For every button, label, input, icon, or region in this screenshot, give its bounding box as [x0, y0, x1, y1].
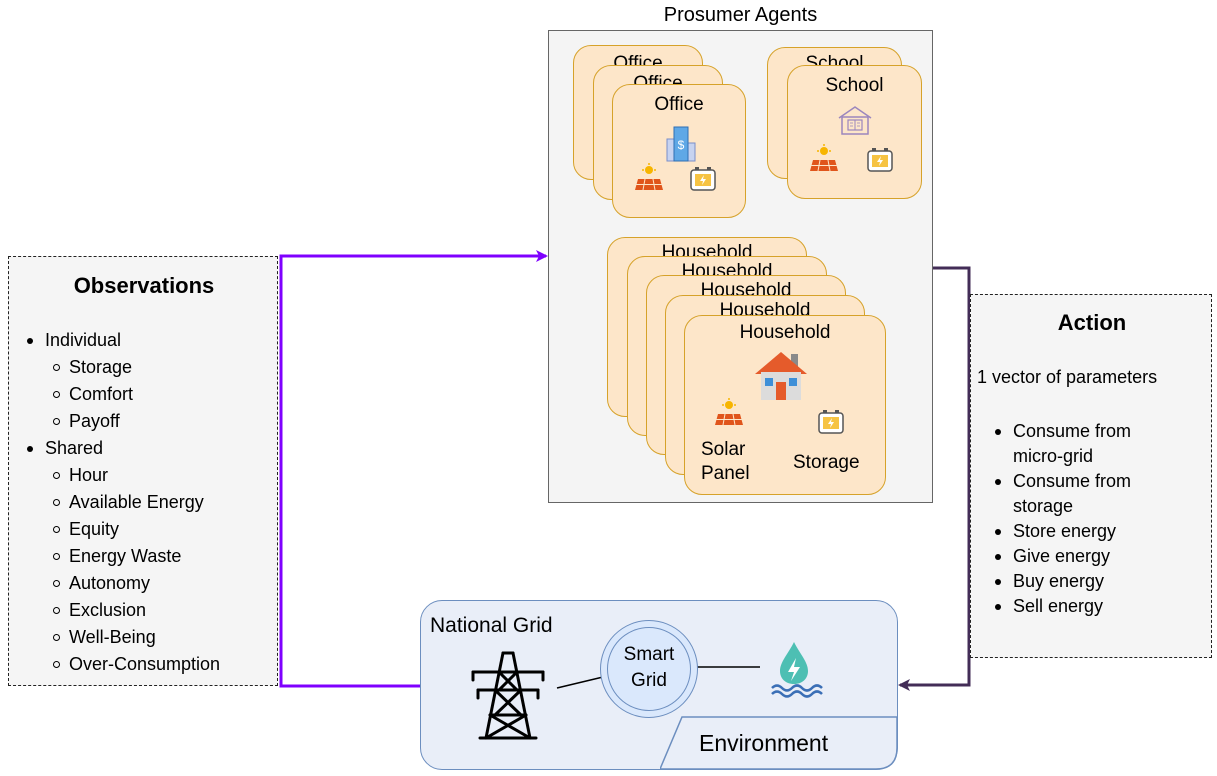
- action-box: Action 1 vector of parameters Consume fr…: [970, 294, 1212, 658]
- observations-title: Observations: [73, 273, 215, 298]
- list-item: Available Energy: [53, 489, 220, 516]
- list-item: Over-Consumption: [53, 651, 220, 678]
- action-list: Consume from micro-grid Consume from sto…: [995, 419, 1203, 619]
- list-item: Hour: [53, 462, 220, 489]
- observations-list: Individual Storage Comfort Payoff Shared…: [27, 327, 220, 678]
- list-item: Exclusion: [53, 597, 220, 624]
- agents-panel-title: Prosumer Agents: [663, 4, 818, 26]
- action-subtitle: 1 vector of parameters: [977, 367, 1158, 387]
- household-card: Household Solar Panel Storage: [684, 315, 886, 495]
- list-item: Consume from storage: [995, 469, 1183, 519]
- house-icon: [755, 352, 807, 400]
- list-item: Comfort: [53, 381, 220, 408]
- list-item: Storage: [53, 354, 220, 381]
- office-card: Office $: [612, 84, 746, 218]
- solar-panel-icon: [635, 163, 663, 191]
- battery-icon: [867, 148, 893, 172]
- list-item: Individual: [27, 327, 220, 354]
- list-item: Store energy: [995, 519, 1203, 544]
- smart-grid-label: Smart Grid: [623, 644, 675, 691]
- list-item: Consume from micro-grid: [995, 419, 1183, 469]
- list-item: Autonomy: [53, 570, 220, 597]
- school-icon: [838, 106, 872, 135]
- solar-panel-icon: [810, 144, 838, 172]
- national-grid-label: National Grid: [430, 614, 553, 637]
- battery-icon: [690, 167, 716, 191]
- smart-grid-inner-ring: [607, 627, 691, 711]
- list-item: Energy Waste: [53, 543, 220, 570]
- list-item: Give energy: [995, 544, 1203, 569]
- action-flow-arrow: [898, 266, 971, 691]
- solar-panel-label: Solar Panel: [701, 439, 750, 484]
- list-item: Buy energy: [995, 569, 1203, 594]
- list-item: Equity: [53, 516, 220, 543]
- office-building-icon: $: [666, 126, 696, 162]
- solar-panel-icon: [715, 398, 743, 426]
- environment-tab: [660, 716, 898, 770]
- list-item: Shared: [27, 435, 220, 462]
- list-item: Payoff: [53, 408, 220, 435]
- battery-icon: [818, 410, 844, 434]
- list-item: Well-Being: [53, 624, 220, 651]
- environment-label: Environment: [699, 730, 829, 756]
- svg-text:$: $: [678, 138, 685, 152]
- hydro-energy-icon: [771, 642, 823, 698]
- action-title: Action: [1057, 310, 1127, 335]
- observation-flow-arrow: [279, 250, 548, 688]
- transmission-tower-icon: [471, 651, 545, 740]
- school-card: School: [787, 65, 922, 199]
- observations-box: Observations Individual Storage Comfort …: [8, 256, 278, 686]
- storage-label: Storage: [793, 452, 860, 473]
- list-item: Sell energy: [995, 594, 1203, 619]
- tower-to-smartgrid-line: [556, 676, 604, 689]
